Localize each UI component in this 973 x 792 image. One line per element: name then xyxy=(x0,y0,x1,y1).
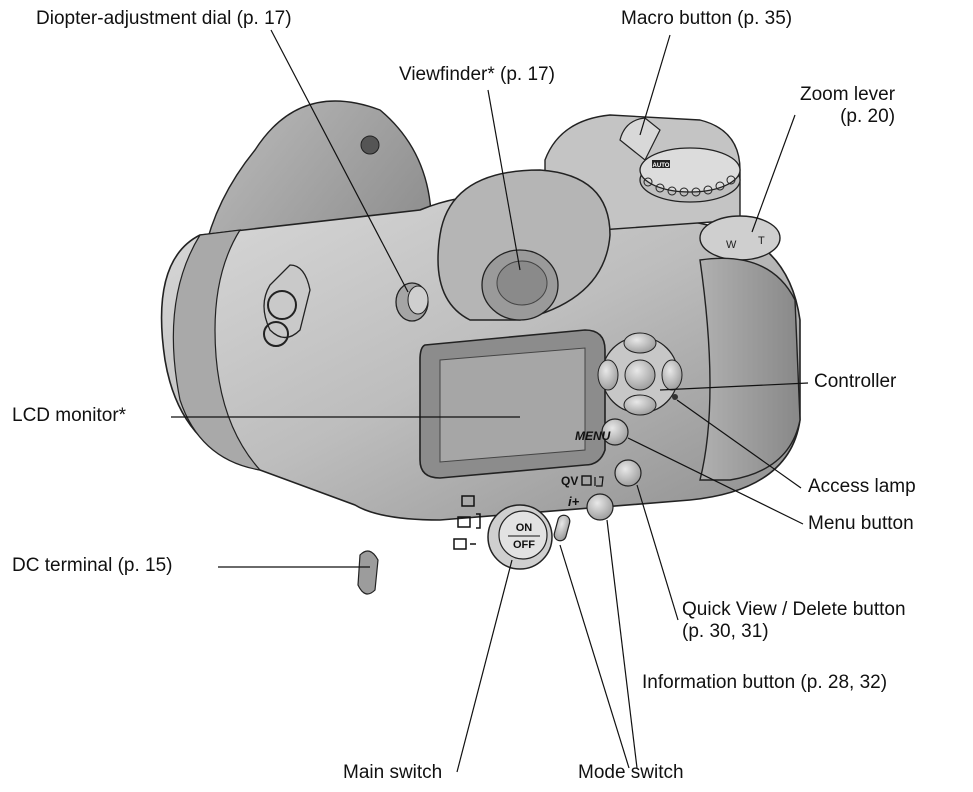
callout-viewfinder: Viewfinder* (p. 17) xyxy=(399,64,555,85)
main-switch[interactable]: ON OFF xyxy=(487,504,553,570)
svg-text:W: W xyxy=(726,239,737,251)
quickview-label-line2: (p. 30, 31) xyxy=(682,621,769,642)
lcd-monitor xyxy=(419,329,606,479)
diopter-dial[interactable] xyxy=(395,282,429,322)
zoom-lever[interactable] xyxy=(699,215,781,261)
menu-button[interactable] xyxy=(601,418,629,446)
controller[interactable] xyxy=(597,332,683,416)
callout-lcd-monitor: LCD monitor* xyxy=(12,405,127,426)
strap-eyelet xyxy=(263,264,311,347)
callout-information-button: Information button (p. 28, 32) xyxy=(642,672,888,693)
quick-view-delete-button[interactable] xyxy=(614,459,642,487)
mode-switch[interactable] xyxy=(553,514,571,542)
svg-text:OFF: OFF xyxy=(513,539,535,551)
callout-main-switch: Main switch xyxy=(343,762,443,783)
camera-mode-icon xyxy=(461,495,475,507)
zoom-label-line1: Zoom lever xyxy=(800,84,896,105)
callout-diopter-adjustment-dial: Diopter-adjustment dial (p. 17) xyxy=(36,8,292,29)
callout-mode-switch: Mode switch xyxy=(578,762,684,783)
svg-text:QV: QV xyxy=(561,474,578,488)
macro-button[interactable] xyxy=(619,117,661,161)
callout-macro-button: Macro button (p. 35) xyxy=(621,8,793,29)
movie-mode-icon xyxy=(457,516,471,528)
playback-icon xyxy=(581,475,592,486)
access-lamp xyxy=(672,394,678,400)
zoom-label-line2: (p. 20) xyxy=(840,106,896,127)
leader-lines xyxy=(171,29,809,773)
callout-menu-button: Menu button xyxy=(808,513,914,534)
trash-icon xyxy=(594,476,604,487)
callout-zoom-lever: Zoom lever (p. 20) xyxy=(800,84,895,128)
svg-text:AUTO: AUTO xyxy=(653,163,670,169)
playback-mode-icon xyxy=(453,538,467,550)
quickview-label-line1: Quick View / Delete button xyxy=(682,599,906,620)
information-button[interactable] xyxy=(586,493,614,521)
viewfinder xyxy=(437,169,611,321)
svg-text:i+: i+ xyxy=(568,494,580,509)
callout-access-lamp: Access lamp xyxy=(808,476,916,497)
svg-text:ON: ON xyxy=(516,522,533,534)
svg-text:MENU: MENU xyxy=(575,429,611,443)
auto-mark xyxy=(652,160,670,168)
callout-controller: Controller xyxy=(814,371,897,392)
svg-text:T: T xyxy=(758,235,765,247)
mode-icons xyxy=(453,495,481,550)
dc-terminal xyxy=(357,550,379,595)
callout-quick-view-delete-button: Quick View / Delete button (p. 30, 31) xyxy=(682,599,906,643)
callout-dc-terminal: DC terminal (p. 15) xyxy=(12,555,173,576)
hand-grip xyxy=(699,257,801,481)
top-plate: AUTO W T xyxy=(544,114,781,261)
